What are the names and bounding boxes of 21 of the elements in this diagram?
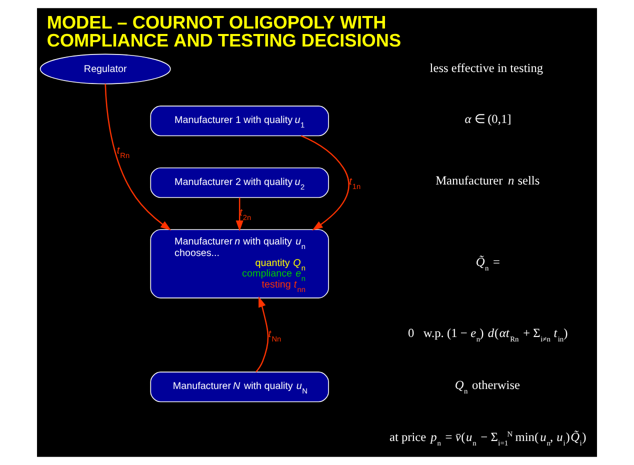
- node-box: Manufacturer n with quality u$_{n}$ chooses... quantity Q$_{n}$ compliance e$_{n}$ testing t$_{nn}$: [150, 229, 329, 298]
- edge-label: t$_{Rn}$: [116, 146, 130, 160]
- label: Q$_{n}$ otherwise: [454, 378, 520, 396]
- node-ellipse: Regulator: [40, 54, 171, 84]
- node-box: Manufacturer 1 with quality u$_{1}$: [150, 106, 329, 136]
- diagram-title: MODEL – COURNOT OLIGOPOLY WITH COMPLIANCE AND TESTING DECISIONS: [46, 12, 402, 50]
- arrow: [300, 135, 350, 230]
- label: at price p$_{n}$ = v̄(u$_{n}$ − Σ$_{i=1}$$^{N}$ min(u$_{n}$, u$_{i}$)Q̃$_{i}$): [389, 429, 586, 448]
- label: α ∈ (0,1]: [464, 112, 512, 126]
- node-box: Manufacturer N with quality u$_{N}$: [150, 372, 329, 402]
- label: Manufacturer n sells: [436, 174, 540, 188]
- edge-label: t$_{1n}$: [349, 176, 361, 191]
- edge-label: t$_{Nn}$: [268, 328, 282, 344]
- arrow: [256, 296, 269, 372]
- arrow: [104, 84, 172, 231]
- label: less effective in testing: [430, 60, 544, 75]
- node-box: Manufacturer 2 with quality u$_{2}$: [150, 167, 329, 198]
- label: Q̃$_{n}$ =: [476, 254, 500, 272]
- label: 0 w.p. (1 − e$_{n}$) d(αt$_{Rn}$ + Σ$_{i≠n}$ t$_{in}$): [408, 326, 568, 344]
- edge-label: t$_{2n}$: [240, 207, 252, 222]
- arrow: [236, 198, 244, 232]
